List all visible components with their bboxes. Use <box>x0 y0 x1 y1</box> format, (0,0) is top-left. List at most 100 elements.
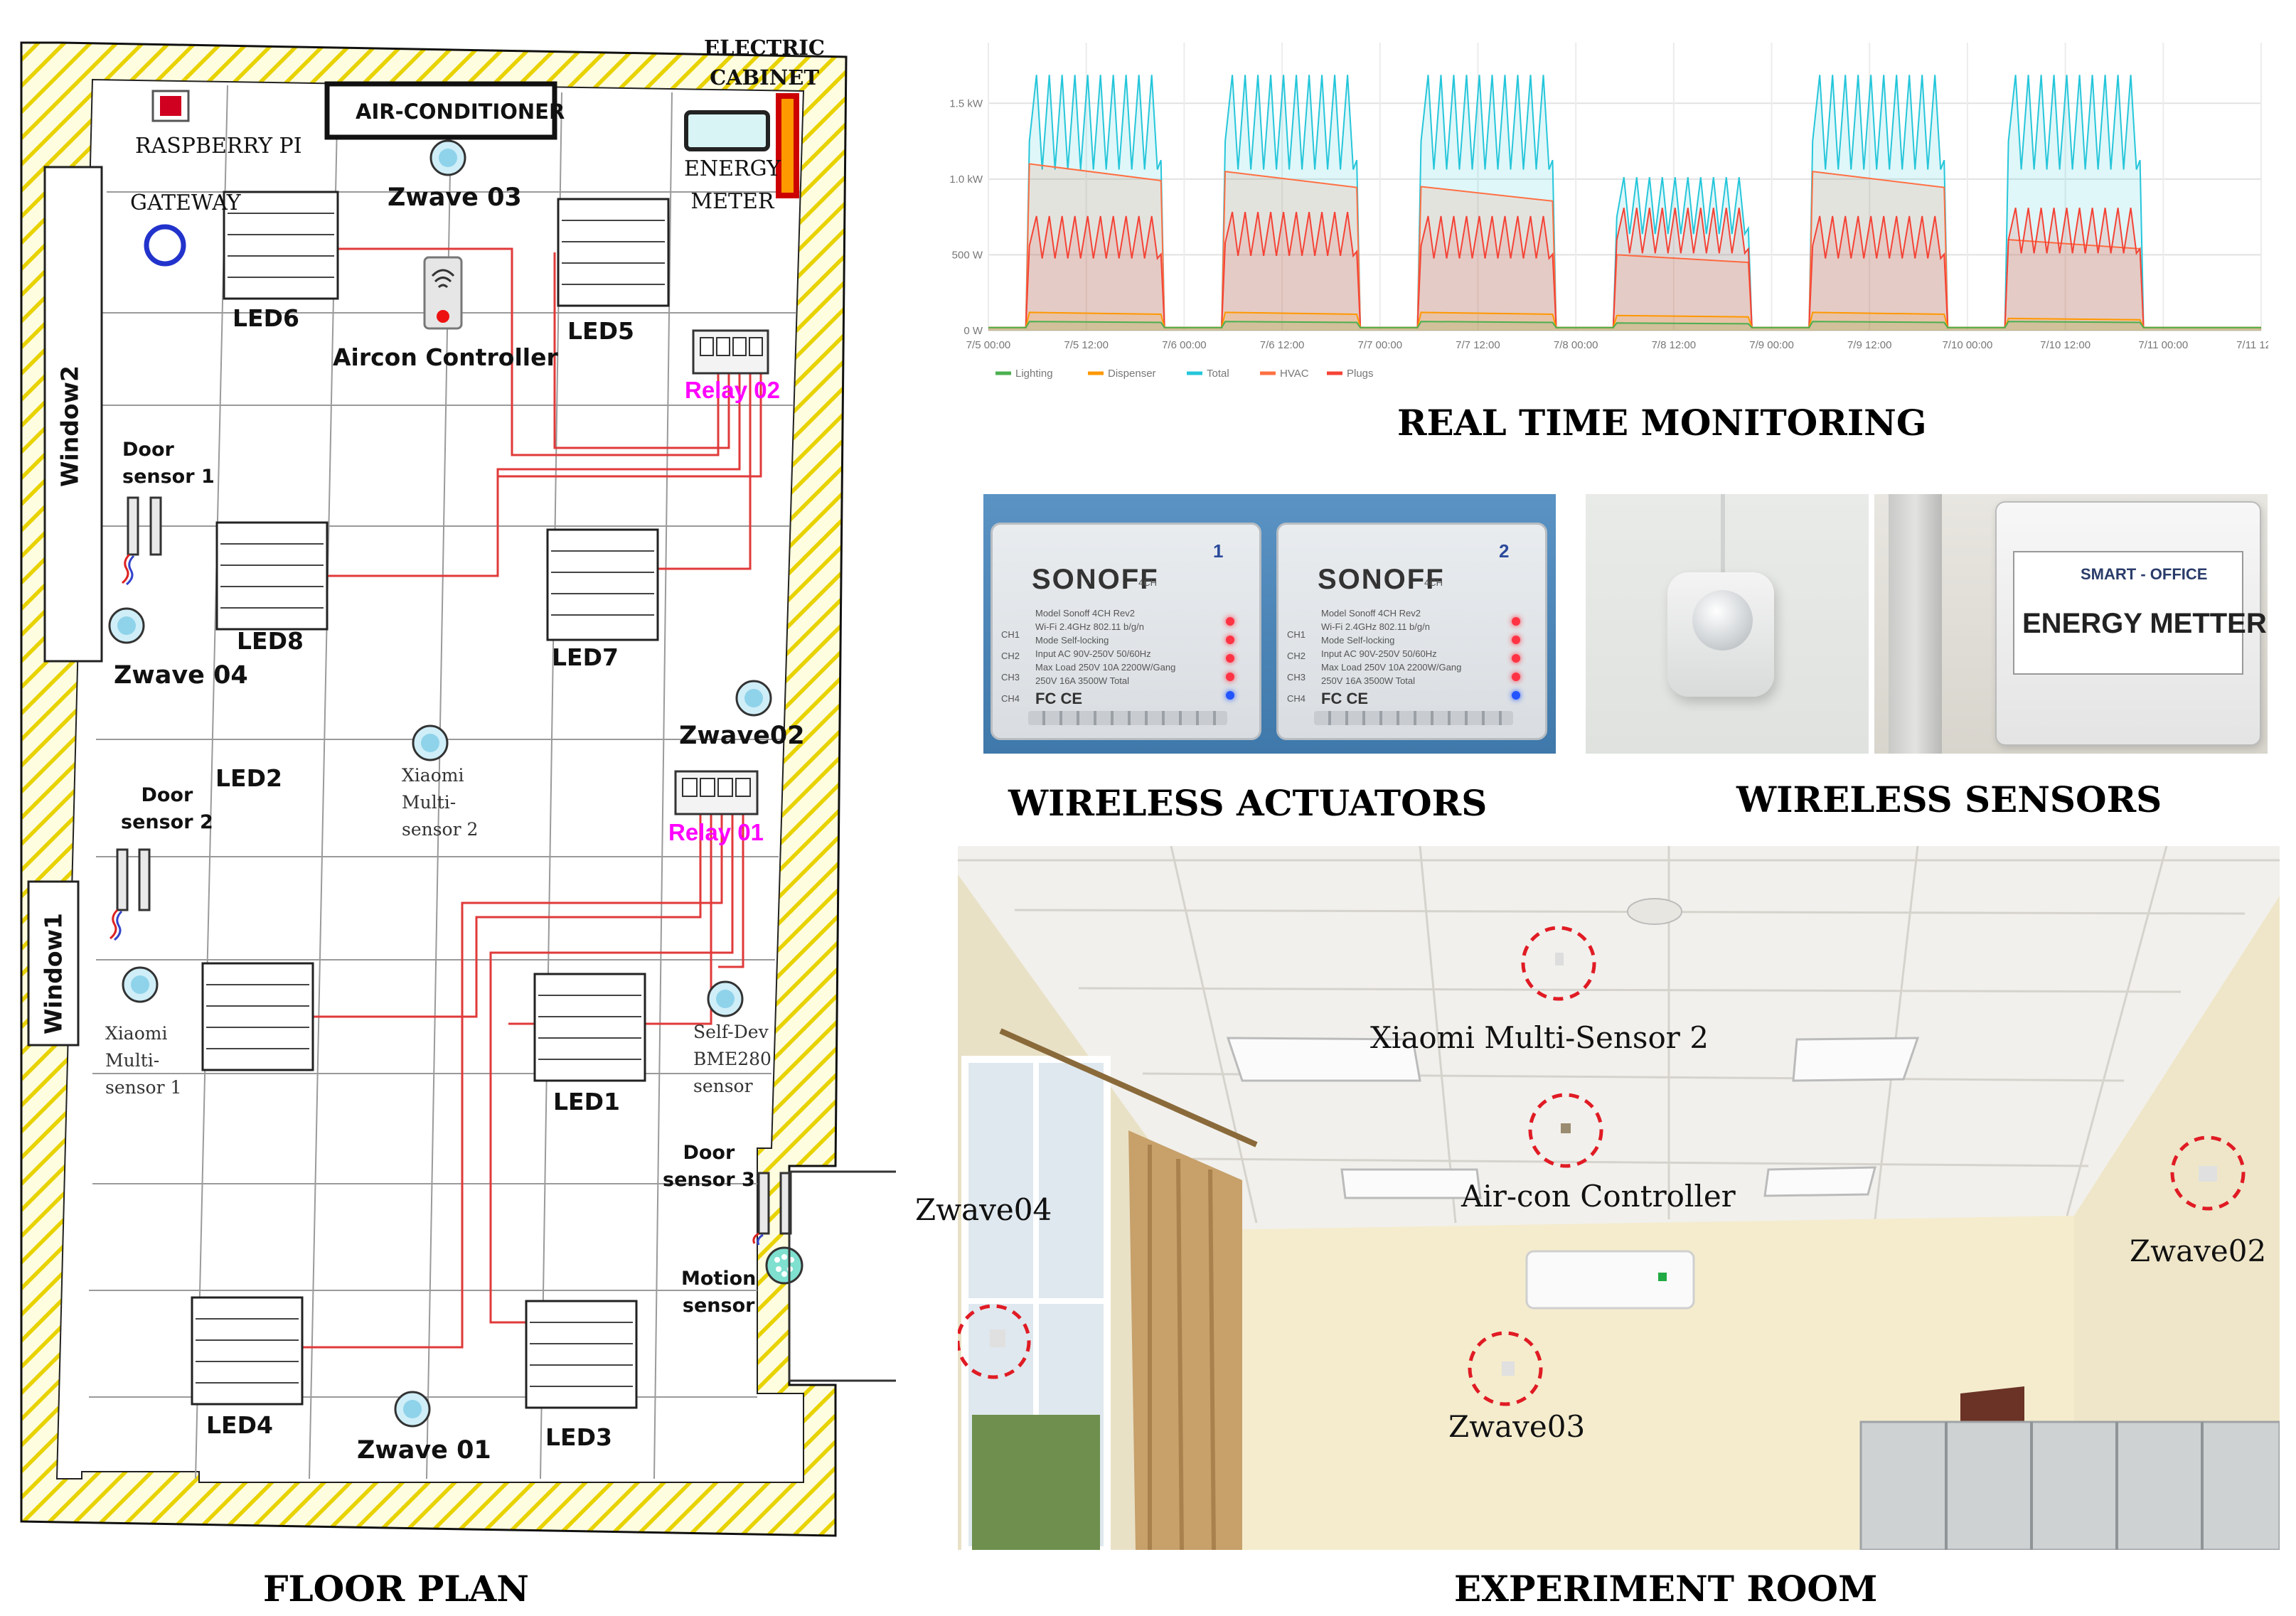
window2-label: Window2 <box>55 365 84 487</box>
sensor-wires <box>110 553 764 1246</box>
sonoff-brand-1: SONOFF <box>1032 564 1159 595</box>
led-panels <box>191 191 670 1409</box>
experiment-room-photo: Xiaomi Multi-Sensor 2 Air-con Controller… <box>958 846 2280 1550</box>
series-area-lighting <box>988 321 2261 331</box>
relay-01-label: Relay 01 <box>668 819 764 845</box>
sensor-discs <box>108 139 772 1428</box>
x-tick-label: 7/11 00:00 <box>2138 339 2188 351</box>
experiment-room-caption: EXPERIMENT ROOM <box>1454 1568 1878 1610</box>
door-sensor-1-label: Door sensor 1 <box>122 439 215 488</box>
sonoff-ch-1b: CH2 <box>1001 651 1020 661</box>
monitoring-caption: REAL TIME MONITORING <box>1397 402 1927 444</box>
windows <box>27 166 103 1047</box>
x-tick-label: 7/9 00:00 <box>1749 339 1794 351</box>
multisensor-lens <box>1692 590 1753 651</box>
room-xiaomi-label: Xiaomi Multi-Sensor 2 <box>1370 1020 1709 1055</box>
sonoff-cert-2: FC CE <box>1321 690 1368 707</box>
aircon-controller-marker <box>1528 1093 1603 1168</box>
sonoff-number-2: 2 <box>1499 540 1510 562</box>
room-zwave03-label: Zwave03 <box>1448 1409 1586 1444</box>
x-tick-label: 7/6 12:00 <box>1260 339 1305 351</box>
led6-label: LED6 <box>233 304 299 332</box>
energy-meter-device <box>684 110 770 151</box>
sonoff-spec-1e: Max Load 250V 10A 2200W/Gang <box>1035 662 1176 673</box>
zwave-01-label: Zwave 01 <box>357 1436 491 1465</box>
led-indicators-2 <box>1512 617 1520 700</box>
room-zwave04-overflow-label: Zwave04 <box>915 1192 1052 1227</box>
series-area-hvac <box>988 164 2261 331</box>
series-line-lighting <box>988 321 2261 328</box>
x-tick-label: 7/6 00:00 <box>1162 339 1207 351</box>
door-swing <box>788 1170 896 1382</box>
room-aircon-label: Air-con Controller <box>1461 1179 1736 1214</box>
room-scene <box>958 846 2280 1550</box>
sign-brand-text: SMART - OFFICE <box>2081 565 2208 583</box>
wireless-sensor-photo-1 <box>1586 494 1869 754</box>
zwave02-label: Zwave02 <box>679 722 805 750</box>
sonoff-device-1: SONOFF 4CH 1 Model Sonoff 4CH Rev2 Wi-Fi… <box>991 523 1261 740</box>
energy-meter-sign <box>2013 551 2243 675</box>
terminal-block-2 <box>1314 711 1513 725</box>
door-sensor-2-label: Door sensor 2 <box>121 784 213 833</box>
sonoff-spec-2f: 250V 16A 3500W Total <box>1321 675 1416 686</box>
air-conditioner-label: AIR-CONDITIONER <box>356 100 565 124</box>
sonoff-spec-2c: Mode Self-locking <box>1321 635 1395 646</box>
raspberry-pi-icon <box>151 90 190 122</box>
wireless-sensor-photo-2: SMART - OFFICE ENERGY METTER <box>1874 494 2268 754</box>
sign-main-text: ENERGY METTER <box>2022 608 2267 639</box>
sonoff-cert-1: FC CE <box>1035 690 1082 707</box>
sonoff-spec-1b: Wi-Fi 2.4GHz 802.11 b/g/n <box>1035 621 1144 632</box>
y-tick-label: 1.0 kW <box>949 173 983 186</box>
relay-02-icon <box>692 329 769 375</box>
xiaomi-multisensor-2-label: Xiaomi Multi- sensor 2 <box>402 765 479 840</box>
legend-label-lighting: Lighting <box>1015 368 1053 380</box>
aircon-controller-icon <box>423 256 463 330</box>
sonoff-ch-1c: CH3 <box>1001 672 1020 683</box>
gateway-label: GATEWAY <box>130 191 241 215</box>
self-dev-bme280-label: Self-Dev BME280 sensor <box>693 1022 771 1096</box>
xiaomi-sensor-marker <box>1521 926 1596 1001</box>
sonoff-spec-2b: Wi-Fi 2.4GHz 802.11 b/g/n <box>1321 621 1430 632</box>
gateway-icon <box>144 224 186 267</box>
x-tick-label: 7/8 00:00 <box>1554 339 1598 351</box>
x-tick-label: 7/10 12:00 <box>2040 339 2091 351</box>
relay-01-icon <box>674 770 759 815</box>
floor-plan-caption: FLOOR PLAN <box>263 1568 529 1610</box>
sonoff-ch-2a: CH1 <box>1287 629 1306 640</box>
x-tick-label: 7/9 12:00 <box>1847 339 1892 351</box>
led-indicators-1 <box>1226 617 1234 700</box>
sonoff-model-1: 4CH <box>1138 577 1158 588</box>
sonoff-spec-1f: 250V 16A 3500W Total <box>1035 675 1130 686</box>
room-zwave02-label: Zwave02 <box>2130 1234 2267 1268</box>
zwave-03-label: Zwave 03 <box>388 183 522 212</box>
wireless-actuators-photo: SONOFF 4CH 1 Model Sonoff 4CH Rev2 Wi-Fi… <box>983 494 1556 754</box>
led4-label: LED4 <box>206 1411 273 1439</box>
legend-label-plugs: Plugs <box>1347 368 1374 380</box>
x-tick-label: 7/11 12:00 <box>2236 339 2268 351</box>
sonoff-ch-2d: CH4 <box>1287 693 1306 704</box>
ceiling-grid <box>89 85 800 1479</box>
zwave03-marker <box>1468 1331 1543 1406</box>
electric-cabinet-label: ELECTRIC CABINET <box>704 36 826 90</box>
energy-meter-label: ENERGY METER <box>684 156 781 214</box>
air-conditioner-unit <box>324 81 557 140</box>
y-tick-label: 500 W <box>952 249 983 261</box>
series-area-total <box>988 75 2261 331</box>
relay-02-label: Relay 02 <box>685 377 780 403</box>
zwave-04-label: Zwave 04 <box>114 661 248 690</box>
legend-label-dispenser: Dispenser <box>1108 368 1156 380</box>
series-area-dispenser <box>988 312 2261 331</box>
zwave04-marker <box>958 1304 1031 1379</box>
sonoff-spec-2a: Model Sonoff 4CH Rev2 <box>1321 608 1421 619</box>
x-tick-label: 7/7 00:00 <box>1357 339 1402 351</box>
xiaomi-multisensor-1-label: Xiaomi Multi- sensor 1 <box>105 1023 182 1098</box>
led2-label: LED2 <box>215 764 282 792</box>
led5-label: LED5 <box>567 317 634 345</box>
sonoff-ch-2c: CH3 <box>1287 672 1306 683</box>
door-sensor-3-label: Door sensor 3 <box>663 1142 755 1191</box>
raspberry-pi-label: RASPBERRY PI <box>135 134 302 159</box>
led7-label: LED7 <box>552 643 619 671</box>
sonoff-ch-1d: CH4 <box>1001 693 1020 704</box>
floor-plan <box>20 41 896 1537</box>
